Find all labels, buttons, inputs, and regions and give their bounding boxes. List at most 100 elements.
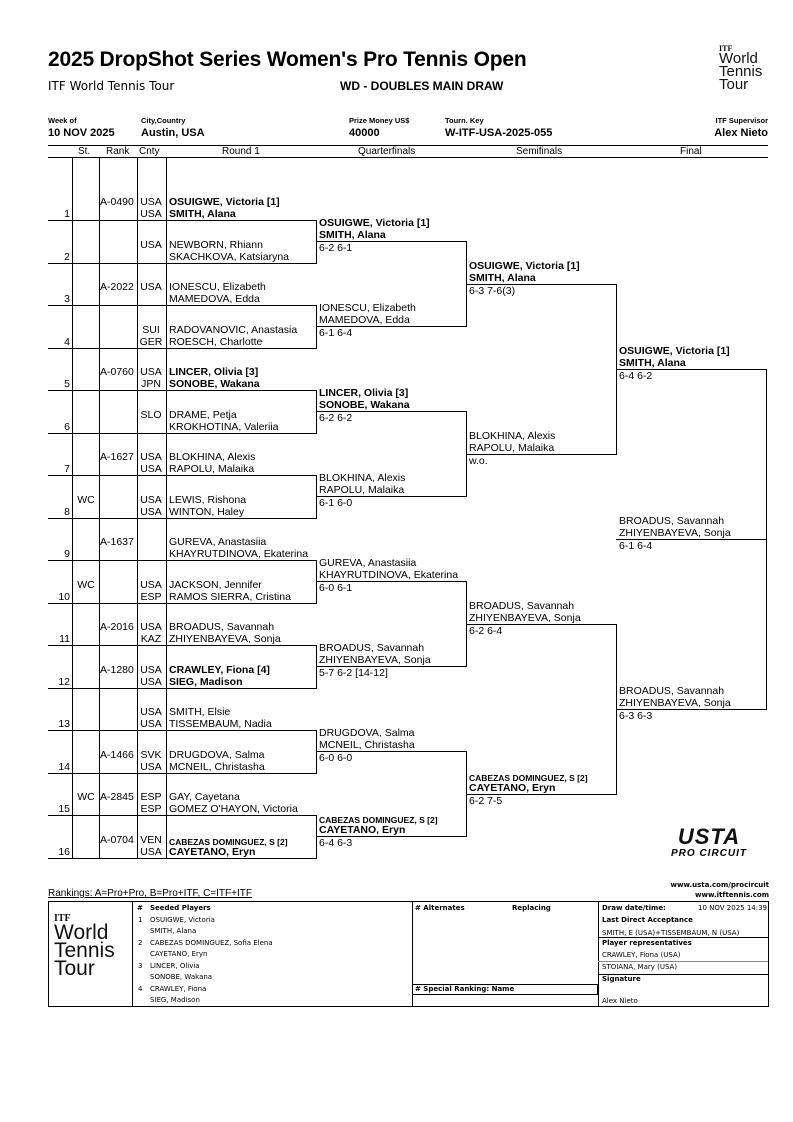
itf-url[interactable]: www.itftennis.com: [695, 891, 769, 899]
final-player-name[interactable]: OSUIGWE, Victoria [1]: [619, 344, 730, 357]
entry-country: USA: [140, 208, 162, 220]
entry-rank: A-1466: [100, 748, 134, 761]
entry-rank: A-0704: [100, 833, 134, 846]
player-name[interactable]: GUREVA, Anastasiia: [169, 536, 267, 548]
seed-number: 3: [138, 962, 143, 970]
qf-player-name[interactable]: MCNEIL, Christasha: [319, 739, 415, 752]
draw-position: 3: [64, 293, 70, 305]
player-name[interactable]: TISSEMBAUM, Nadia: [169, 718, 272, 730]
sf-player-name[interactable]: SMITH, Alana: [469, 271, 536, 284]
player-name[interactable]: CABEZAS DOMINGUEZ, S [2]: [169, 836, 288, 847]
qf-player-name[interactable]: RAPOLU, Malaika: [319, 484, 405, 497]
final-player-name[interactable]: BROADUS, Savannah: [619, 684, 725, 697]
player-name[interactable]: SMITH, Alana: [169, 208, 236, 220]
entry-rank: A-1637: [100, 536, 134, 548]
col-header-final: Final: [680, 146, 702, 157]
player-name[interactable]: SONOBE, Wakana: [169, 378, 260, 390]
player-name[interactable]: IONESCU, Elizabeth: [169, 281, 266, 293]
qf-player-name[interactable]: LINCER, Olivia [3]: [319, 387, 409, 400]
qf-player-name[interactable]: MAMEDOVA, Edda: [319, 314, 410, 327]
entry-country: USA: [140, 760, 162, 773]
draw-line: [48, 305, 316, 306]
signature-value: Alex Nieto: [602, 997, 638, 1005]
draw-position: 1: [64, 208, 70, 220]
player-name[interactable]: CAYETANO, Eryn: [169, 845, 256, 858]
usta-url[interactable]: www.usta.com/procircuit: [670, 881, 769, 889]
seed-player: SIEG, Madison: [150, 996, 200, 1004]
player-name[interactable]: OSUIGWE, Victoria [1]: [169, 196, 280, 208]
usta-pro-circuit-logo: USTA PRO CIRCUIT: [671, 824, 747, 860]
draw-line: [48, 560, 316, 561]
player-name[interactable]: WINTON, Haley: [169, 505, 245, 518]
sf-player-name[interactable]: BROADUS, Savannah: [469, 599, 575, 612]
qf-player-name[interactable]: SMITH, Alana: [319, 229, 386, 242]
final-player-name[interactable]: SMITH, Alana: [619, 356, 686, 369]
qf-player-name[interactable]: BLOKHINA, Alexis: [319, 472, 406, 485]
draw-position: 10: [58, 590, 70, 603]
player-name[interactable]: DRUGDOVA, Salma: [169, 748, 265, 761]
draw-line: [316, 496, 466, 498]
seeded-header: Seeded Players: [150, 904, 211, 912]
sf-player-name[interactable]: CAYETANO, Eryn: [469, 781, 556, 794]
col-header-rank: Rank: [106, 146, 130, 157]
qf-player-name[interactable]: ZHIYENBAYEVA, Sonja: [319, 654, 431, 667]
draw-line: [316, 836, 466, 838]
draw-line: [48, 390, 316, 391]
qf-player-name[interactable]: CAYETANO, Eryn: [319, 824, 406, 837]
player-name[interactable]: ZHIYENBAYEVA, Sonja: [169, 633, 281, 645]
winner-player-name[interactable]: BROADUS, Savannah: [619, 514, 725, 527]
qf-player-name[interactable]: IONESCU, Elizabeth: [319, 302, 416, 315]
entry-country: USA: [140, 493, 162, 506]
column-divider: [166, 157, 167, 859]
player-name[interactable]: BROADUS, Savannah: [169, 621, 275, 633]
player-name[interactable]: GAY, Cayetana: [169, 791, 240, 803]
sf-player-name[interactable]: ZHIYENBAYEVA, Sonja: [469, 611, 581, 624]
special-ranking-box: [412, 984, 598, 995]
player-name[interactable]: RAMOS SIERRA, Cristina: [169, 590, 291, 603]
entry-country: ESP: [140, 791, 162, 803]
winner-player-name[interactable]: ZHIYENBAYEVA, Sonja: [619, 526, 731, 539]
qf-score: 6-2 6-2: [319, 412, 353, 425]
entry-country: SVK: [140, 748, 162, 761]
player-name[interactable]: KHAYRUTDINOVA, Ekaterina: [169, 548, 309, 560]
itf-world-tennis-tour-logo: ITF World Tennis Tour: [719, 44, 763, 93]
player-name[interactable]: SMITH, Elsie: [169, 706, 231, 718]
draw-position: 8: [64, 505, 70, 518]
qf-player-name[interactable]: BROADUS, Savannah: [319, 642, 425, 655]
player-name[interactable]: BLOKHINA, Alexis: [169, 451, 256, 463]
week-label: Week of: [48, 116, 77, 125]
player-name[interactable]: CRAWLEY, Fiona [4]: [169, 663, 270, 676]
player-name[interactable]: SKACHKOVA, Katsiaryna: [169, 250, 290, 263]
entry-country: ESP: [140, 590, 162, 603]
player-name[interactable]: GOMEZ O'HAYON, Victoria: [169, 803, 298, 815]
tournament-key-label: Tourn. Key: [445, 116, 484, 125]
sf-player-name[interactable]: CABEZAS DOMINGUEZ, S [2]: [469, 772, 588, 783]
player-name[interactable]: RADOVANOVIC, Anastasia: [169, 323, 298, 336]
qf-player-name[interactable]: SONOBE, Wakana: [319, 399, 410, 412]
qf-player-name[interactable]: GUREVA, Anastasiia: [319, 557, 417, 570]
entry-country: USA: [140, 706, 162, 718]
player-name[interactable]: DRAME, Petja: [169, 408, 237, 421]
player-name[interactable]: MCNEIL, Christasha: [169, 760, 265, 773]
player-name[interactable]: SIEG, Madison: [169, 675, 243, 688]
qf-player-name[interactable]: OSUIGWE, Victoria [1]: [319, 217, 430, 230]
draw-line: [316, 666, 466, 668]
player-name[interactable]: RAPOLU, Malaika: [169, 463, 255, 475]
draw-line: [466, 283, 616, 285]
qf-player-name[interactable]: CABEZAS DOMINGUEZ, S [2]: [319, 815, 438, 826]
player-name[interactable]: MAMEDOVA, Edda: [169, 293, 260, 305]
player-name[interactable]: ROESCH, Charlotte: [169, 335, 263, 348]
qf-player-name[interactable]: KHAYRUTDINOVA, Ekaterina: [319, 569, 459, 582]
player-name[interactable]: NEWBORN, Rhiann: [169, 238, 263, 251]
sf-player-name[interactable]: OSUIGWE, Victoria [1]: [469, 259, 580, 272]
qf-player-name[interactable]: DRUGDOVA, Salma: [319, 727, 415, 740]
sf-player-name[interactable]: BLOKHINA, Alexis: [469, 429, 556, 442]
sf-player-name[interactable]: RAPOLU, Malaika: [469, 441, 555, 454]
final-player-name[interactable]: ZHIYENBAYEVA, Sonja: [619, 696, 731, 709]
entry-country: USA: [140, 621, 162, 633]
player-name[interactable]: LINCER, Olivia [3]: [169, 366, 259, 378]
player-name[interactable]: JACKSON, Jennifer: [169, 578, 262, 591]
draw-line: [48, 347, 316, 349]
player-name[interactable]: KROKHOTINA, Valeriia: [169, 420, 279, 433]
player-name[interactable]: LEWIS, Rishona: [169, 493, 247, 506]
